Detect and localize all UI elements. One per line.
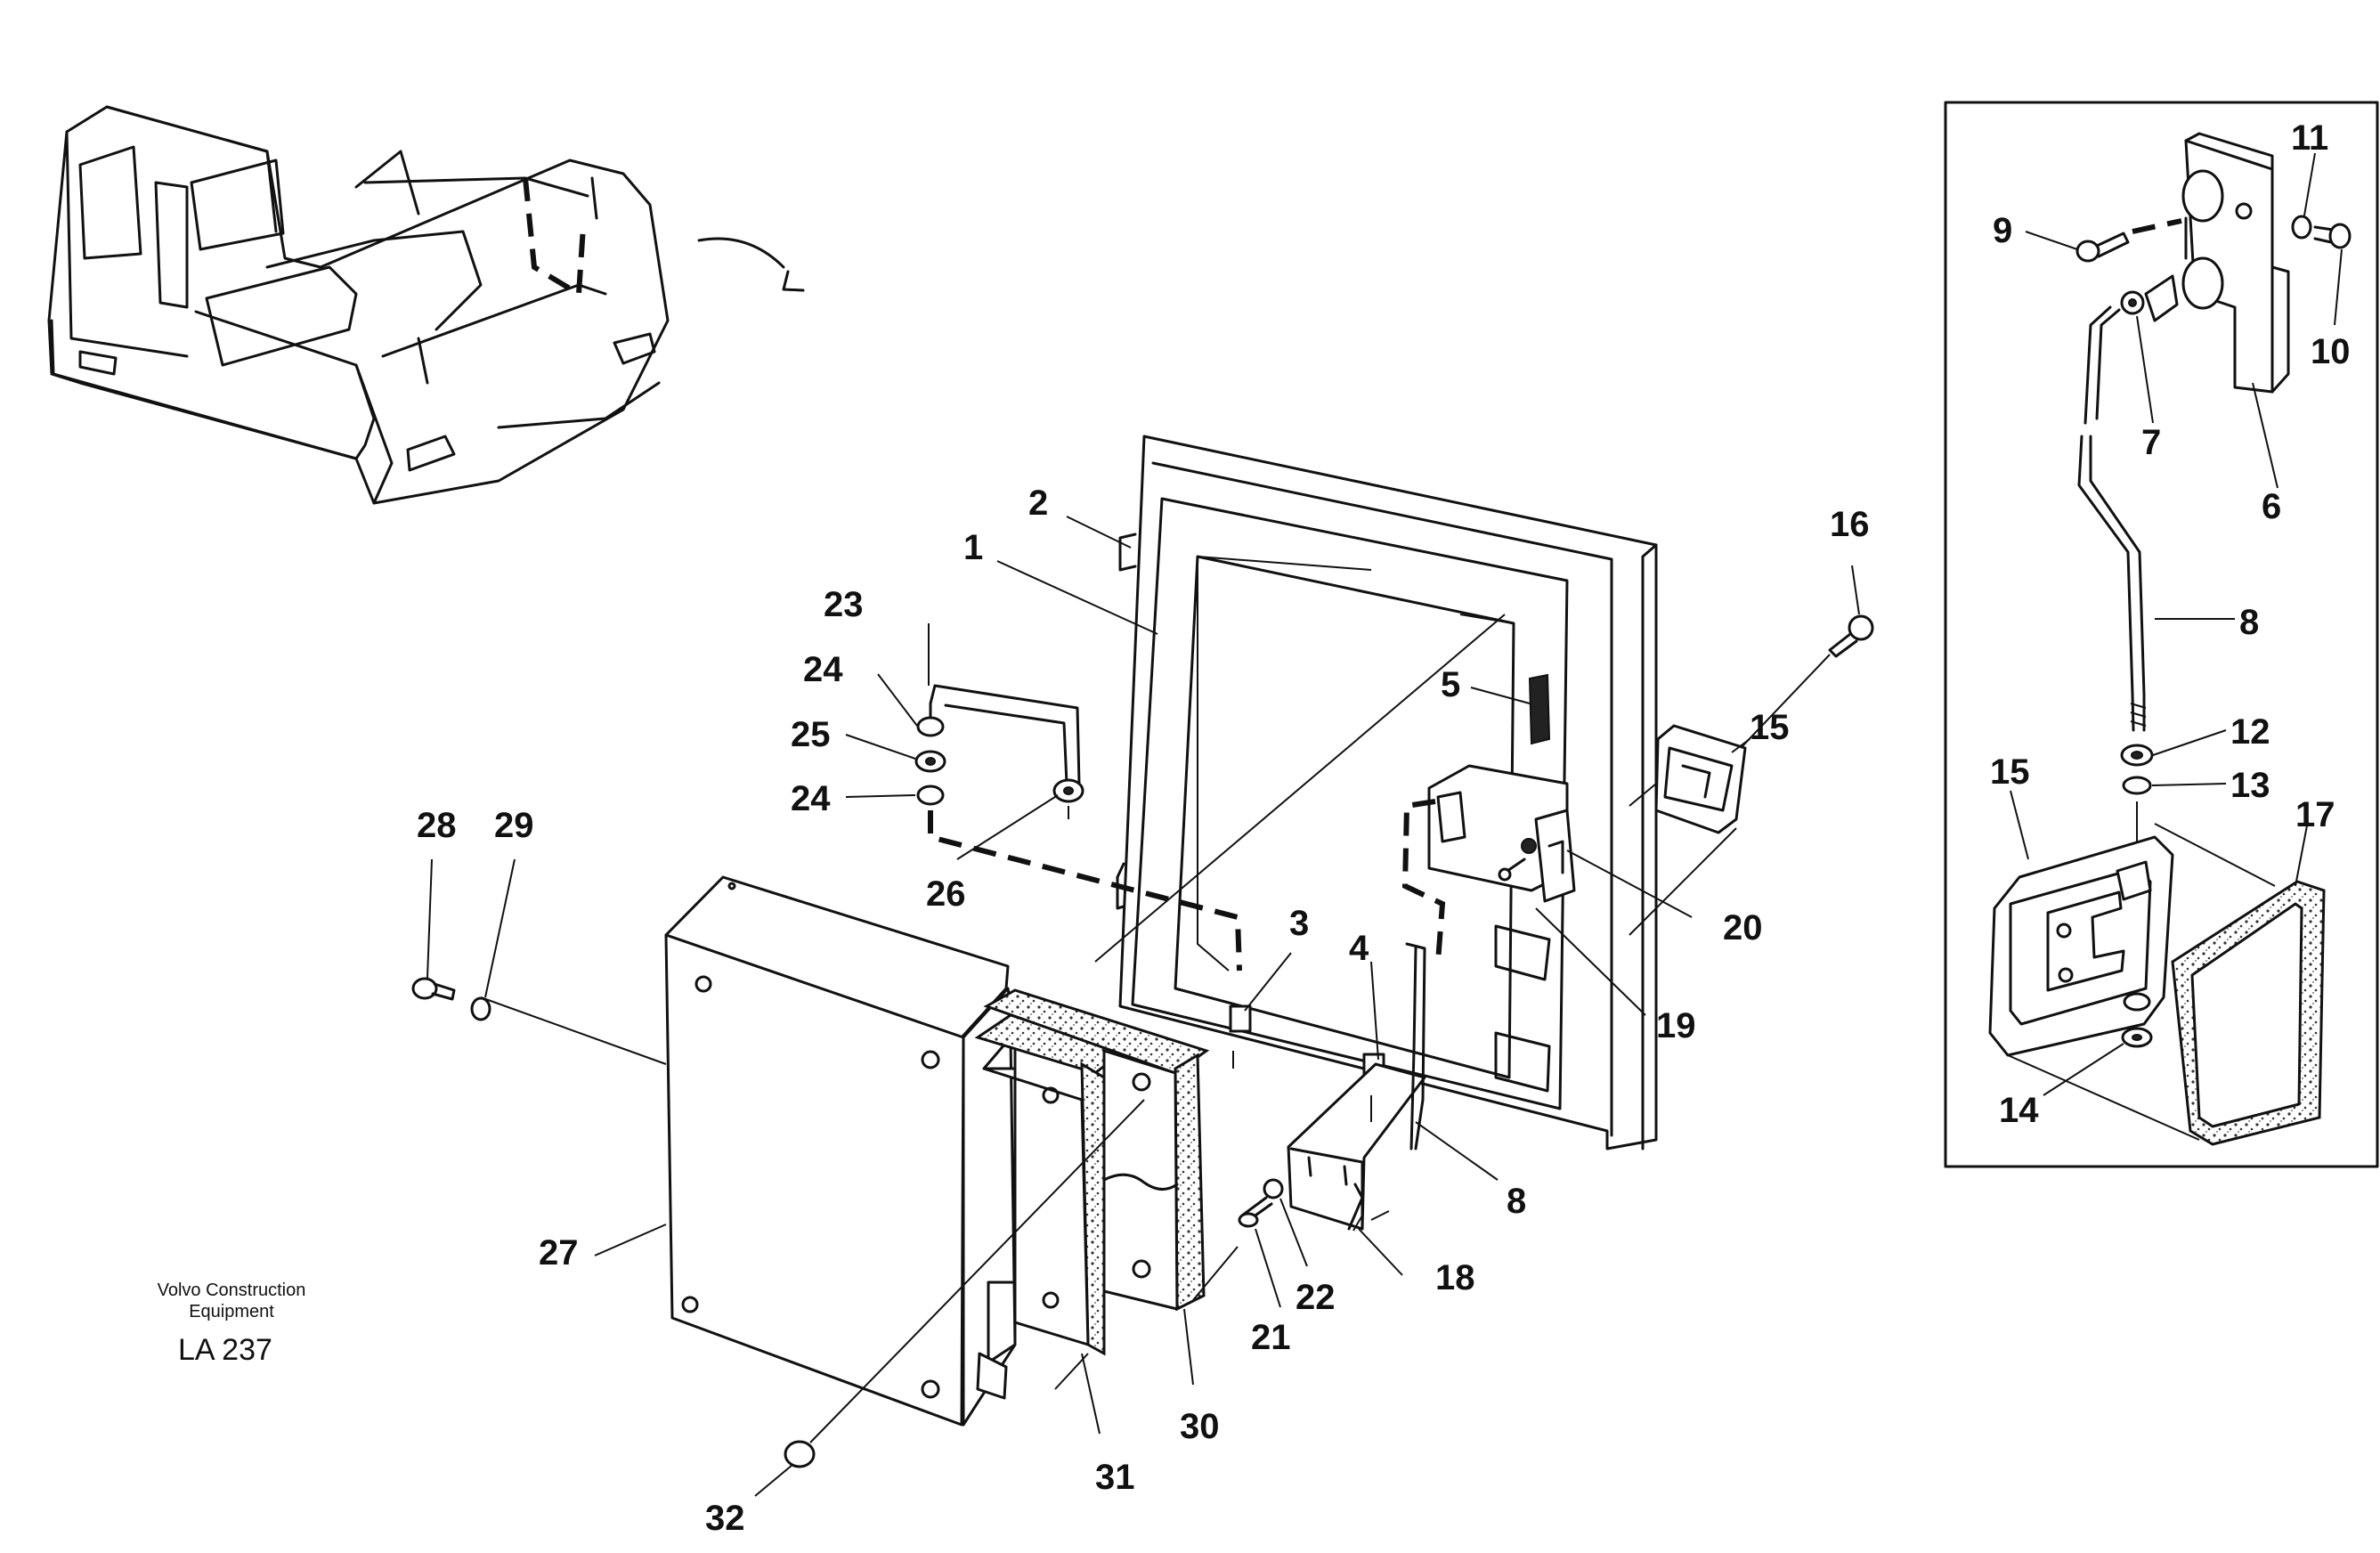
excavator-overview <box>47 105 805 505</box>
callout-11: 11 <box>2291 118 2328 158</box>
callout-15-detail: 15 <box>1990 752 2030 792</box>
callout-26: 26 <box>926 874 966 914</box>
drawing-code: LA 237 <box>178 1333 272 1367</box>
leader-lines <box>426 152 2343 1497</box>
manufacturer-line-1: Volvo Construction <box>157 1281 306 1300</box>
callout-14: 14 <box>1999 1091 2039 1130</box>
callout-24-top: 24 <box>803 650 843 689</box>
callout-20: 20 <box>1723 908 1763 947</box>
callout-labels: 1 2 3 4 5 6 7 8 8 9 10 11 12 13 14 15 15… <box>417 118 2351 1538</box>
callout-1: 1 <box>963 528 983 567</box>
manufacturer-line-2: Equipment <box>189 1302 274 1321</box>
callout-3: 3 <box>1289 904 1309 943</box>
cover-panel <box>480 875 1017 1427</box>
callout-23: 23 <box>824 585 864 624</box>
door-assembly <box>1116 435 1658 1151</box>
callout-16: 16 <box>1830 505 1870 544</box>
callout-24-bottom: 24 <box>791 779 831 818</box>
callout-21: 21 <box>1251 1318 1291 1357</box>
cover-nut <box>784 1099 1145 1468</box>
detail-inset <box>1944 101 2379 1168</box>
callout-15-main: 15 <box>1750 708 1790 747</box>
callout-18: 18 <box>1435 1258 1475 1297</box>
callout-9: 9 <box>1993 211 2012 250</box>
callout-25: 25 <box>791 715 831 754</box>
callout-32: 32 <box>705 1499 745 1538</box>
callout-2: 2 <box>1028 484 1048 523</box>
key <box>1740 614 1874 749</box>
insulation-pad-inner <box>974 1013 1127 1390</box>
callout-6: 6 <box>2262 487 2281 526</box>
cover-screw <box>411 977 491 1021</box>
handle-housing <box>1629 724 1747 936</box>
callout-7: 7 <box>2141 423 2161 462</box>
callout-27: 27 <box>539 1233 579 1272</box>
callout-17: 17 <box>2295 795 2335 834</box>
callout-13: 13 <box>2230 766 2270 805</box>
callout-30: 30 <box>1180 1407 1220 1446</box>
callout-31: 31 <box>1095 1458 1135 1497</box>
callout-19: 19 <box>1656 1006 1696 1045</box>
callout-4: 4 <box>1349 929 1369 968</box>
lock-bracket <box>1401 764 1576 963</box>
callout-29: 29 <box>494 806 534 845</box>
screw-and-washer <box>1238 1178 1284 1228</box>
callout-22: 22 <box>1296 1278 1336 1317</box>
callout-8-main: 8 <box>1507 1182 1526 1221</box>
callout-10: 10 <box>2311 332 2351 371</box>
callout-5: 5 <box>1441 665 1460 704</box>
manufacturer-caption: Volvo Construction Equipment <box>125 1280 338 1322</box>
insulation-pad-outer <box>983 988 1239 1312</box>
grab-handle <box>914 684 1242 972</box>
callout-12: 12 <box>2230 712 2270 752</box>
callout-8-detail: 8 <box>2239 603 2259 642</box>
callout-28: 28 <box>417 806 457 845</box>
